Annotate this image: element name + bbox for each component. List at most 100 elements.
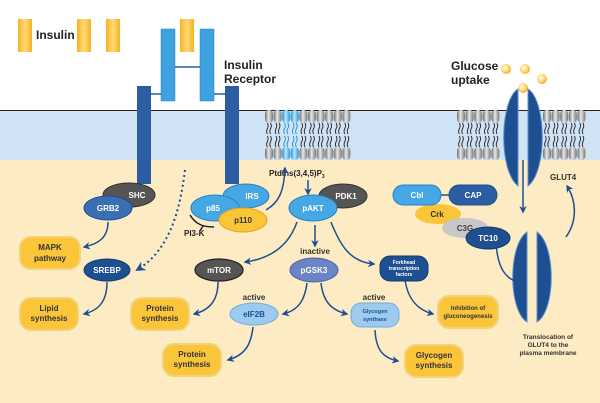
svg-text:pathway: pathway xyxy=(34,254,67,263)
arrow-srebp-to-lipid xyxy=(82,281,108,317)
phospholipid-head xyxy=(316,147,325,160)
phospholipid-tail xyxy=(458,122,461,135)
gluconeogenesis-inhibition-outcome[interactable]: Inhibition of gluconeogenesis xyxy=(437,295,499,329)
glut4-label: GLUT4 xyxy=(550,173,577,182)
phospholipid-tail xyxy=(266,135,269,148)
phospholipid-tail xyxy=(478,122,481,135)
phospholipid-tail xyxy=(338,122,341,135)
phospholipid-tail xyxy=(346,135,350,148)
phospholipid-tail xyxy=(466,122,470,135)
svg-text:synthase: synthase xyxy=(363,317,387,323)
phospholipid-head xyxy=(325,147,334,160)
glucose-uptake-label: Glucose xyxy=(451,59,499,73)
insulin-molecule xyxy=(106,19,120,52)
cap-node[interactable]: CAP xyxy=(448,184,498,206)
phospholipid-tail xyxy=(329,122,332,135)
phospholipid-tail xyxy=(492,122,495,135)
phospholipid-tail xyxy=(286,122,289,135)
svg-text:eIF2B: eIF2B xyxy=(243,310,265,319)
glycogen-synthesis-outcome[interactable]: Glycogen synthesis xyxy=(404,344,464,378)
forkhead-node[interactable]: Forkhead transcription factors xyxy=(379,255,429,282)
phospholipid-head xyxy=(482,110,491,123)
phospholipid-tail xyxy=(564,135,567,148)
phospholipid-head xyxy=(457,110,465,123)
translocation-label: GLUT4 to the xyxy=(528,342,569,349)
phospholipid-head xyxy=(474,110,483,123)
mtor-node[interactable]: mTOR xyxy=(194,258,244,282)
svg-text:TC10: TC10 xyxy=(478,234,498,243)
phospholipid-head xyxy=(265,110,273,123)
phospholipid-tail xyxy=(274,135,278,148)
insulin-label: Insulin xyxy=(36,28,75,42)
glycogen-synthase-node[interactable]: Glycogen synthase xyxy=(350,302,400,328)
ptdins-label: PtdIns(3,4,5)P3 xyxy=(269,169,325,180)
phospholipid-head xyxy=(465,147,474,160)
grb2-node[interactable]: GRB2 xyxy=(83,195,133,221)
crk-node[interactable]: Crk xyxy=(415,204,461,224)
svg-text:synthesis: synthesis xyxy=(31,314,68,323)
phospholipid-tail xyxy=(578,135,581,148)
mapk-pathway-outcome[interactable]: MAPK pathway xyxy=(19,236,81,270)
tc10-node[interactable]: TC10 xyxy=(465,226,511,250)
glucose-uptake-label: uptake xyxy=(451,73,490,87)
phospholipid-tail xyxy=(300,135,303,148)
phospholipid-head xyxy=(491,147,500,160)
phospholipid-tail xyxy=(312,135,315,148)
svg-text:gluconeogenesis: gluconeogenesis xyxy=(443,314,493,320)
pi3k-label: PI3-K xyxy=(184,229,205,238)
phospholipid-tail xyxy=(484,135,487,148)
svg-text:CAP: CAP xyxy=(465,191,483,200)
phospholipid-head xyxy=(265,147,273,160)
cbl-node[interactable]: Cbl xyxy=(392,184,442,206)
phospholipid-tail xyxy=(475,122,478,135)
p110-node[interactable]: p110 xyxy=(218,207,268,233)
phospholipid-tail xyxy=(303,135,307,148)
lipid-synthesis-outcome[interactable]: Lipid synthesis xyxy=(19,297,79,331)
insulin-molecules xyxy=(18,19,194,52)
protein-synthesis-outcome-mtor[interactable]: Protein synthesis xyxy=(130,297,190,331)
svg-text:PDK1: PDK1 xyxy=(335,192,357,201)
svg-text:MAPK: MAPK xyxy=(38,243,62,252)
glucose-molecule xyxy=(537,74,547,84)
phospholipid-tail xyxy=(321,135,324,148)
arrow-pakt-to-mtor xyxy=(243,221,298,265)
phospholipid-head xyxy=(568,110,577,123)
arrow-pgsk3-to-eif2b xyxy=(281,282,308,317)
phospholipid-tail xyxy=(300,122,303,135)
phospholipid-tail xyxy=(329,135,332,148)
svg-text:Glycogen: Glycogen xyxy=(416,351,453,360)
protein-synthesis-outcome-eif2b[interactable]: Protein synthesis xyxy=(162,343,222,377)
glut4-vesicle xyxy=(512,231,552,323)
phospholipid-tail xyxy=(475,135,478,148)
svg-text:Protein: Protein xyxy=(178,350,206,359)
phospholipid-tail xyxy=(578,122,581,135)
svg-text:synthesis: synthesis xyxy=(416,361,453,370)
phospholipid-tail xyxy=(317,135,321,148)
svg-text:Lipid: Lipid xyxy=(39,304,58,313)
eif2b-node[interactable]: eIF2B xyxy=(229,302,279,326)
svg-text:Cbl: Cbl xyxy=(411,191,424,200)
phospholipid-head xyxy=(342,110,351,123)
phospholipid-head xyxy=(333,147,342,160)
phospholipid-tail xyxy=(343,122,346,135)
phospholipid-head xyxy=(282,147,291,160)
insulin-receptor xyxy=(137,28,239,184)
translocation-label: plasma membrane xyxy=(519,350,576,357)
phospholipid-tail xyxy=(495,122,499,135)
pakt-node[interactable]: pAKT xyxy=(288,194,338,222)
phospholipid-tail xyxy=(478,135,481,148)
phospholipid-head xyxy=(543,110,551,123)
phospholipid-tail xyxy=(561,122,564,135)
srebp-node[interactable]: SREBP xyxy=(83,258,131,282)
extracellular-space xyxy=(0,0,600,110)
pgsk3-node[interactable]: pGSK3 xyxy=(289,257,339,283)
svg-text:p85: p85 xyxy=(206,204,220,213)
phospholipid-head xyxy=(560,110,569,123)
arrow-tc10-to-vesicle xyxy=(495,243,524,286)
phospholipid-tail xyxy=(461,122,464,135)
glucose-molecule xyxy=(520,64,530,74)
eif2b-state-label: active xyxy=(243,293,266,302)
phospholipid-head xyxy=(325,110,334,123)
phospholipid-head xyxy=(491,110,500,123)
